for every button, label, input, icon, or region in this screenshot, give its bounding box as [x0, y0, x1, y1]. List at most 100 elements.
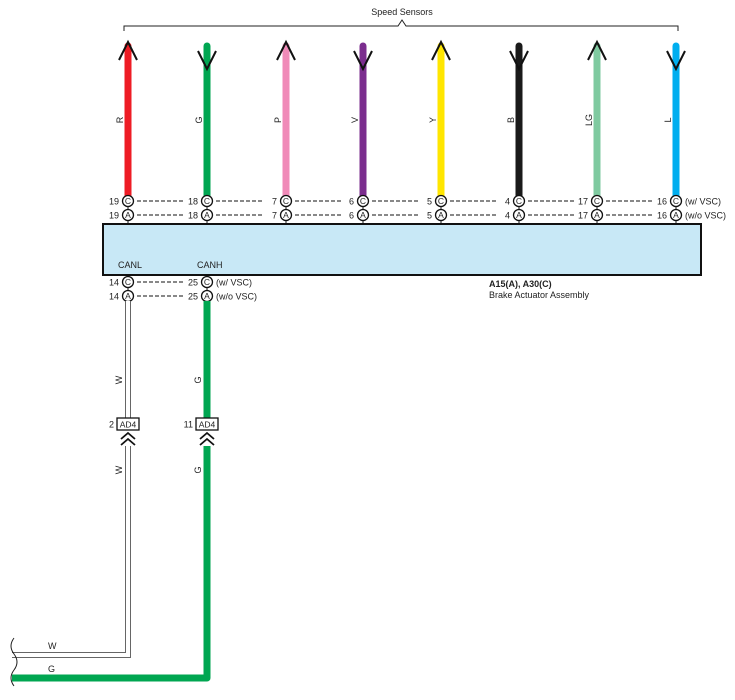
connector-a-pin: A — [200, 208, 214, 222]
wire-color-label: V — [350, 117, 360, 123]
connector-c-pin-letter: C — [438, 196, 444, 206]
sensor-wire-FL–: GCA1818FL– — [188, 42, 264, 238]
component-connectors-label: A15(A), A30(C) — [489, 279, 552, 289]
wire-color-label: B — [506, 117, 516, 123]
connector-a-pin: A — [121, 208, 135, 222]
wire-color-label: G — [194, 116, 204, 123]
connector-c-pin-letter: C — [125, 196, 131, 206]
connector-c-pin: C — [512, 194, 526, 208]
connector-a-pin: A — [121, 289, 135, 303]
variant-note-with-vsc: (w/ VSC) — [216, 278, 252, 288]
arrow-down-icon — [666, 50, 686, 72]
junction-connector-box — [116, 417, 140, 431]
junction-pin-number: 11 — [184, 420, 193, 430]
wire-color-label: W — [114, 375, 124, 384]
connector-c-pin-letter: C — [204, 196, 210, 206]
component-name-label: Brake Actuator Assembly — [489, 290, 590, 300]
connector-c-pin-letter: C — [516, 196, 522, 206]
connector-a-pin-letter: A — [516, 210, 522, 220]
pin-number-c: 6 — [349, 197, 354, 207]
connector-a-pin: A — [200, 289, 214, 303]
connector-a-pin: A — [279, 208, 293, 222]
terminal-label: CANH — [197, 260, 223, 270]
connector-a-pin-letter: A — [360, 210, 366, 220]
connector-a-pin: A — [512, 208, 526, 222]
pin-number-c: 5 — [427, 197, 432, 207]
sensor-wires: RCA1919FL+GCA1818FL–PCA77FR+VCA66FR–YCA5… — [109, 39, 726, 238]
sensor-wire-FL+: RCA1919FL+ — [109, 39, 185, 238]
wire-G — [12, 446, 211, 682]
connector-a-pin: A — [356, 208, 370, 222]
connector-c-pin: C — [279, 194, 293, 208]
connector-a-pin-letter: A — [438, 210, 444, 220]
pin-number-c: 18 — [188, 197, 198, 207]
connector-c-pin: C — [200, 194, 214, 208]
pin-number-c: 17 — [578, 197, 588, 207]
double-chevron-icon — [199, 431, 215, 446]
wire-color-label: R — [115, 116, 125, 123]
connector-c-pin-letter: C — [204, 277, 210, 287]
left-wire-label: W — [48, 641, 57, 651]
connector-c-pin: C — [590, 194, 604, 208]
pin-number-a: 14 — [109, 292, 119, 302]
pin-number-a: 18 — [188, 211, 198, 221]
connector-c-pin-letter: C — [594, 196, 600, 206]
wire-color-label: LG — [584, 114, 594, 126]
wire-color-label: L — [663, 117, 673, 122]
arrow-down-icon — [197, 50, 217, 72]
connector-a-pin-letter: A — [204, 291, 210, 301]
connector-a-pin: A — [669, 208, 683, 222]
connector-a-pin-letter: A — [283, 210, 289, 220]
pin-number-a: 19 — [109, 211, 119, 221]
connector-a-pin-letter: A — [125, 291, 131, 301]
connector-c-pin: C — [200, 275, 214, 289]
wire-W-outline — [12, 446, 131, 658]
pin-number-c: 14 — [109, 278, 119, 288]
wire-color-label: P — [273, 117, 283, 123]
arrow-up-icon — [431, 39, 451, 61]
connector-c-pin-letter: C — [283, 196, 289, 206]
wire-W — [12, 446, 130, 657]
connector-c-pin: C — [669, 194, 683, 208]
speed-sensors-label: Speed Sensors — [371, 7, 433, 17]
pin-number-a: 25 — [188, 292, 198, 302]
pin-number-a: 4 — [505, 211, 510, 221]
sensor-wire-FR–: VCA66FR– — [349, 42, 419, 238]
pin-number-c: 25 — [188, 278, 198, 288]
connector-a-pin: A — [590, 208, 604, 222]
connector-c-pin: C — [356, 194, 370, 208]
sensor-wire-RL–: BCA44RL– — [505, 42, 575, 238]
pin-number-a: 17 — [578, 211, 588, 221]
connector-c-pin-letter: C — [125, 277, 131, 287]
junction-pin-number: 2 — [109, 420, 114, 430]
variant-note-without-vsc: (w/o VSC) — [216, 292, 257, 302]
pin-number-c: 16 — [657, 197, 667, 207]
pin-number-a: 6 — [349, 211, 354, 221]
speed-sensors-brace — [123, 19, 679, 31]
arrow-up-icon — [276, 39, 296, 61]
pin-number-c: 19 — [109, 197, 119, 207]
sensor-wire-RR+: LGCA1717RR+ — [578, 39, 654, 238]
junction-connector-label: AD4 — [120, 420, 137, 430]
connector-a-pin-letter: A — [125, 210, 131, 220]
pin-number-c: 4 — [505, 197, 510, 207]
pin-number-a: 7 — [272, 211, 277, 221]
arrow-up-icon — [587, 39, 607, 61]
connector-c-pin: C — [121, 275, 135, 289]
junction-connector-box — [195, 417, 219, 431]
arrow-down-icon — [353, 50, 373, 72]
double-chevron-icon — [120, 431, 136, 446]
junction-connector-label: AD4 — [199, 420, 216, 430]
wire-color-label: G — [193, 376, 203, 383]
terminal-label: CANL — [118, 260, 142, 270]
sensor-wire-RL+: YCA55RL+ — [427, 39, 497, 238]
variant-note-without-vsc: (w/o VSC) — [685, 211, 726, 221]
connector-c-pin: C — [121, 194, 135, 208]
brake-actuator-box — [102, 223, 702, 276]
wire-color-label-lower: W — [114, 465, 124, 474]
